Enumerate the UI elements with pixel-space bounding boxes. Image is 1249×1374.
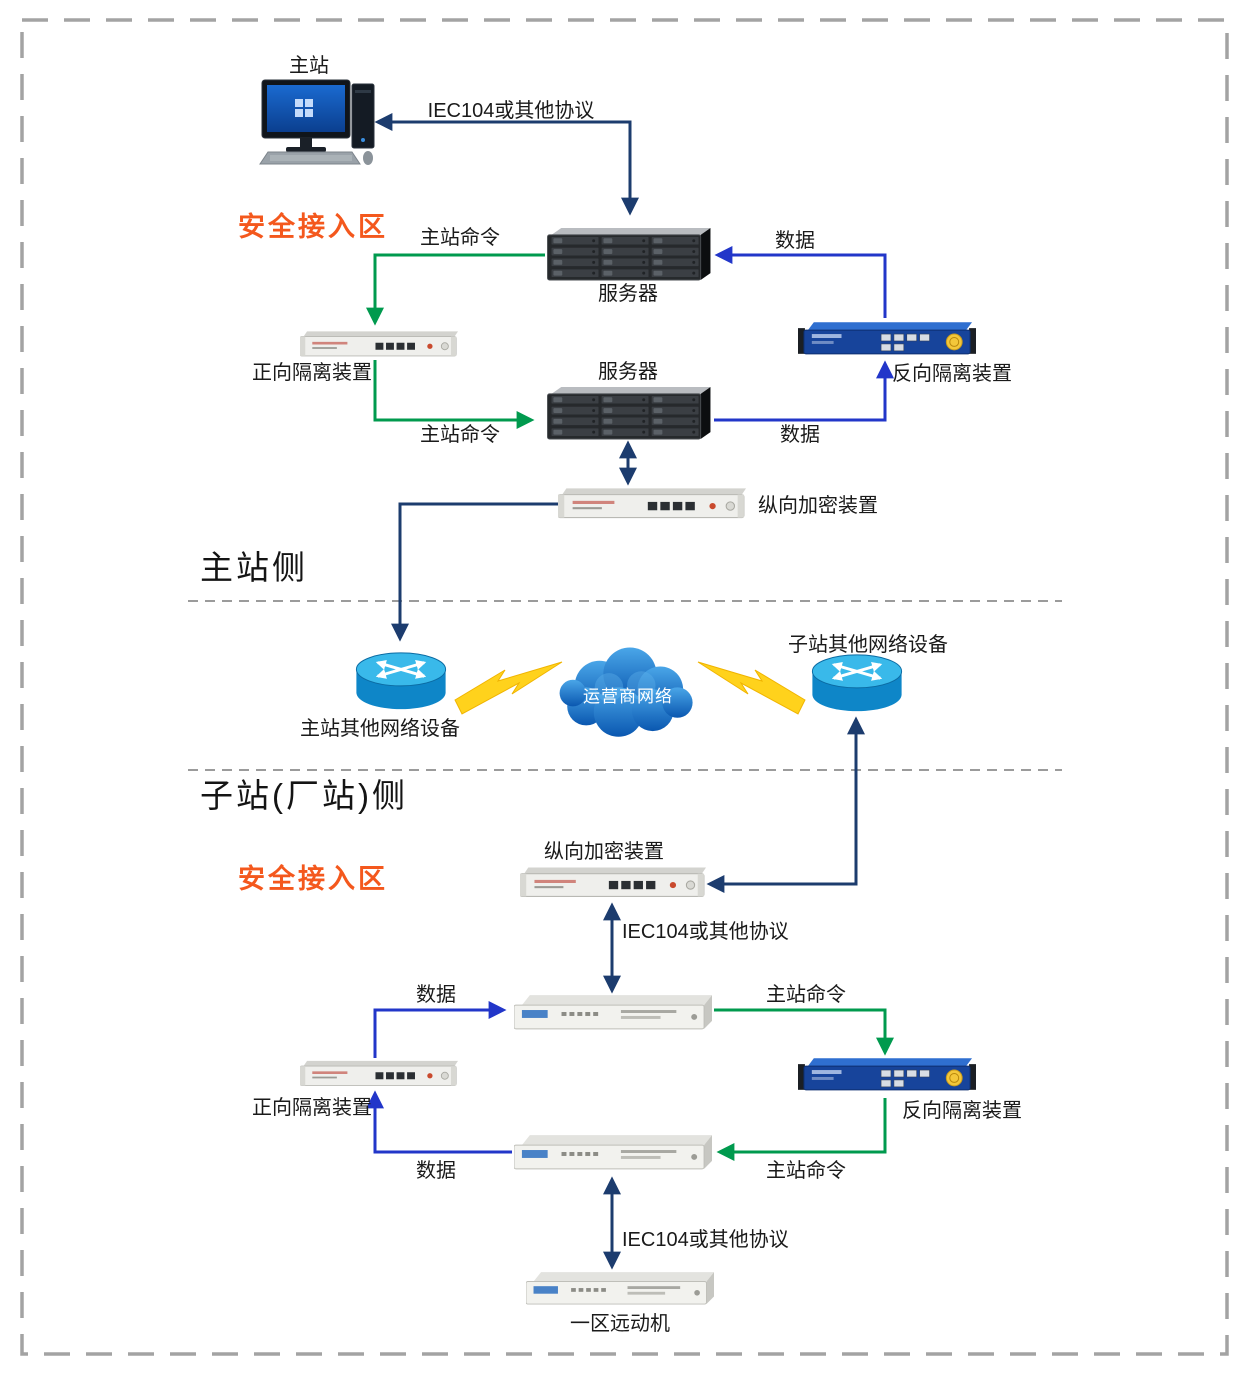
encryption-top-device (558, 488, 746, 519)
master-cmd-4-label: 主站命令 (766, 1160, 846, 1182)
data-2-label: 数据 (780, 424, 820, 446)
arrow-data-2 (714, 360, 894, 422)
arrow-router2-encryption (706, 716, 865, 893)
iec104-bottom-label: IEC104或其他协议 (622, 1229, 789, 1251)
substation-router-device (812, 655, 901, 711)
security-zone-top-label: 安全接入区 (238, 212, 388, 242)
master-cmd-1-label: 主站命令 (420, 227, 500, 249)
reverse-isolation-bottom-device (798, 1057, 976, 1091)
master-side-label: 主站侧 (200, 549, 308, 586)
master-router-device (356, 653, 445, 709)
arrow-master-cmd-3 (714, 1008, 894, 1056)
server1-label: 服务器 (598, 283, 658, 305)
master-cmd-2-label: 主站命令 (420, 424, 500, 446)
lightning-bolt-left (454, 661, 563, 715)
iec104-mid-label: IEC104或其他协议 (622, 921, 789, 943)
lightning-bolt-right (697, 661, 806, 715)
comm-server-1-device (514, 994, 712, 1030)
data-4-label: 数据 (416, 1160, 456, 1182)
remote-terminal-device (526, 1271, 714, 1305)
diagram-border (20, 18, 1229, 1356)
data-3-label: 数据 (416, 984, 456, 1006)
arrow-data-3 (373, 1001, 507, 1058)
comm-server-2-device (514, 1134, 712, 1170)
reverse-isolation-top-label: 反向隔离装置 (892, 363, 1012, 385)
arrow-data-4 (366, 1090, 512, 1154)
substation-side-label: 子站(厂站)侧 (200, 777, 408, 814)
forward-isolation-top-label: 正向隔离装置 (252, 362, 372, 384)
forward-isolation-bottom-device (300, 1060, 458, 1086)
encryption-top-label: 纵向加密装置 (758, 495, 878, 517)
server2-device (548, 387, 711, 439)
forward-isolation-bottom-label: 正向隔离装置 (252, 1097, 372, 1119)
data-1-label: 数据 (775, 230, 815, 252)
iec104-top-label: IEC104或其他协议 (427, 100, 595, 122)
arrow-iec104-top (374, 113, 639, 216)
master-cmd-3-label: 主站命令 (766, 984, 846, 1006)
connection-arrows (366, 113, 894, 1270)
arrow-encryption-router1 (391, 502, 558, 642)
master-station-label: 主站 (289, 55, 329, 77)
server1-device (548, 228, 711, 280)
carrier-network-label: 运营商网络 (583, 687, 673, 706)
reverse-isolation-bottom-label: 反向隔离装置 (902, 1100, 1022, 1122)
arrow-data-1 (714, 246, 887, 318)
forward-isolation-top-device (300, 331, 458, 357)
master-network-label: 主站其他网络设备 (300, 718, 460, 740)
arrow-master-cmd-1 (366, 253, 545, 326)
encryption-bottom-label: 纵向加密装置 (544, 841, 664, 863)
reverse-isolation-top-device (798, 321, 976, 355)
server2-label: 服务器 (598, 361, 658, 383)
remote-terminal-label: 一区远动机 (570, 1313, 670, 1335)
encryption-bottom-device (520, 866, 706, 898)
arrow-master-cmd-4 (716, 1098, 887, 1161)
arrow-master-cmd-2 (373, 360, 535, 429)
security-zone-bottom-label: 安全接入区 (238, 864, 388, 894)
master-station-computer (259, 79, 375, 165)
substation-network-label: 子站其他网络设备 (788, 634, 948, 656)
